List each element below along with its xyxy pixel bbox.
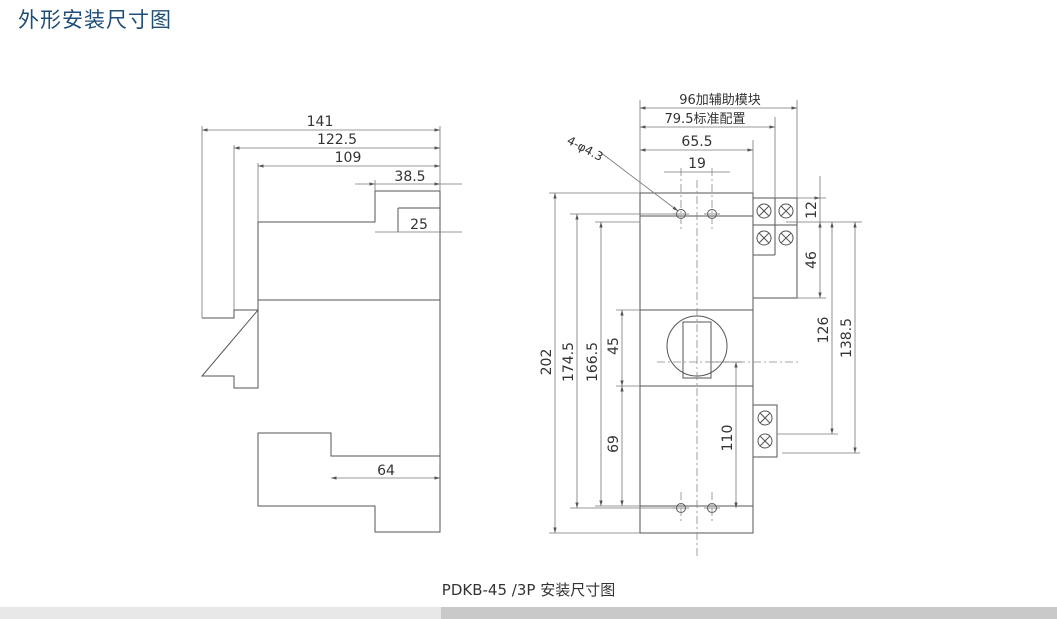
knob-handle xyxy=(682,321,712,379)
dim-46: 46 xyxy=(804,251,820,269)
dimension-drawing: 141 122.5 109 38.5 25 64 xyxy=(200,93,862,556)
dim-141: 141 xyxy=(307,114,334,130)
dim-12: 12 xyxy=(804,201,820,219)
dim-79-5: 79.5标准配置 xyxy=(665,112,746,127)
dim-174-5: 174.5 xyxy=(561,342,577,382)
dim-138-5: 138.5 xyxy=(839,318,855,358)
dim-25: 25 xyxy=(410,217,428,233)
side-view-outline xyxy=(200,190,441,533)
dim-45: 45 xyxy=(606,337,622,355)
front-view: 96加辅助模块 79.5标准配置 65.5 19 4-φ4.3 202 174.… xyxy=(539,93,862,556)
dim-19: 19 xyxy=(688,156,706,172)
page-title: 外形安装尺寸图 xyxy=(18,8,172,32)
dim-38-5: 38.5 xyxy=(394,169,425,185)
dim-110: 110 xyxy=(720,425,736,452)
dim-122-5: 122.5 xyxy=(317,132,357,148)
dim-69: 69 xyxy=(606,435,622,453)
side-view: 141 122.5 109 38.5 25 64 xyxy=(200,114,462,533)
front-body xyxy=(639,192,754,534)
holes-label: 4-φ4.3 xyxy=(565,133,606,164)
figure-caption: PDKB-45 /3P 安装尺寸图 xyxy=(441,581,616,599)
footer-bar-right xyxy=(441,607,1057,619)
dim-64: 64 xyxy=(377,463,395,479)
dim-96: 96加辅助模块 xyxy=(679,93,761,108)
aux-module-bottom xyxy=(752,404,778,458)
dim-109: 109 xyxy=(335,150,362,166)
dim-202: 202 xyxy=(539,349,555,376)
mounting-holes xyxy=(673,209,720,513)
dim-166-5: 166.5 xyxy=(585,342,601,382)
holes-leader xyxy=(599,151,679,212)
dim-65-5: 65.5 xyxy=(681,134,712,150)
dim-126: 126 xyxy=(816,317,832,344)
terminal-screws xyxy=(756,203,794,449)
